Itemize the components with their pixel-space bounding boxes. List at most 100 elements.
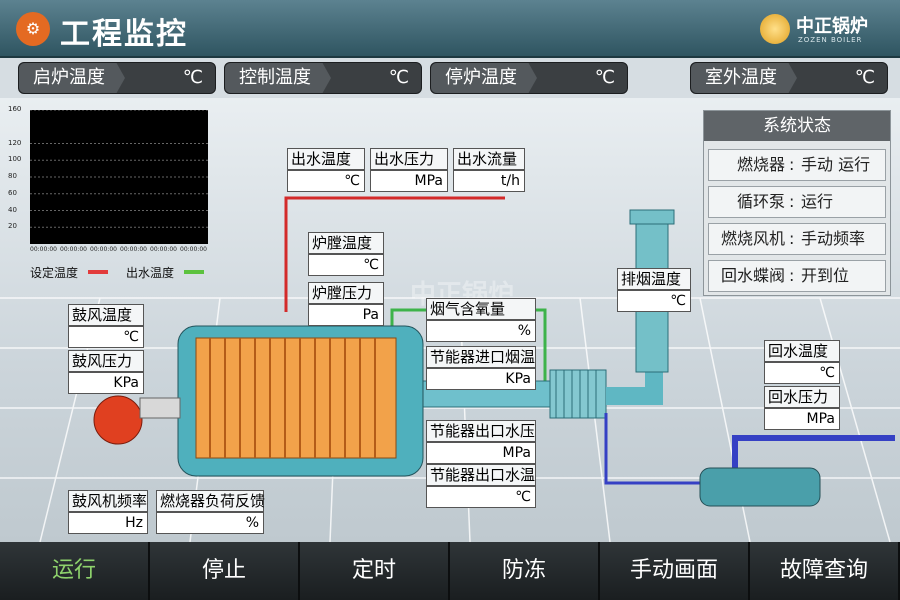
return-pipe-left: [604, 413, 735, 485]
blower-temp-readout[interactable]: 鼓风温度℃: [68, 304, 144, 348]
y-tick-label: 100: [8, 155, 22, 164]
readout-label: 启炉温度: [19, 63, 125, 93]
burner-load-readout[interactable]: 燃烧器负荷反馈%: [156, 490, 265, 534]
status-key: 循环泵: [736, 192, 785, 211]
control-temp-readout[interactable]: 控制温度 ℃: [224, 62, 422, 94]
readout-unit: ℃: [388, 67, 409, 88]
nav-stop-button[interactable]: 停止: [150, 542, 300, 600]
x-tick-label: 00:00:00: [180, 246, 207, 253]
brand-logo-icon: [760, 14, 790, 44]
legend-label: 出水温度: [126, 266, 175, 280]
burner: [139, 397, 181, 419]
flue-oxygen-readout[interactable]: 烟气含氧量%: [426, 298, 536, 342]
status-key: 燃烧风机: [720, 229, 785, 248]
header-bar: ⚙ 工程监控 中正锅炉 ZOZEN BOILER: [0, 0, 900, 58]
start-temp-readout[interactable]: 启炉温度 ℃: [18, 62, 216, 94]
boiler-furnace: [195, 337, 397, 459]
readout-value: MPa: [370, 170, 448, 192]
nav-manual-button[interactable]: 手动画面: [600, 542, 750, 600]
chimney-cap: [629, 209, 675, 225]
readout-value: Hz: [68, 512, 148, 534]
status-colon: :: [789, 266, 795, 285]
status-value: 手动 运行: [801, 155, 871, 174]
economizer: [549, 369, 607, 419]
readout-value: %: [426, 320, 536, 342]
y-tick-label: 20: [8, 222, 17, 231]
readout-unit: ℃: [594, 67, 615, 88]
readout-label: 节能器进口烟温: [426, 346, 536, 368]
readout-label: 控制温度: [225, 63, 331, 93]
outlet-temp-readout[interactable]: 出水温度℃: [287, 148, 365, 192]
readout-label: 炉膛压力: [308, 282, 384, 304]
legend-swatch: [184, 270, 204, 274]
blower-fan: [93, 395, 143, 445]
readout-label: 室外温度: [691, 63, 797, 93]
x-tick-label: 00:00:00: [150, 246, 177, 253]
nav-timer-button[interactable]: 定时: [300, 542, 450, 600]
status-value: 运行: [801, 192, 834, 211]
readout-label: 停炉温度: [431, 63, 537, 93]
readout-value: Pa: [308, 304, 384, 326]
readout-label: 鼓风机频率: [68, 490, 148, 512]
readout-unit: ℃: [854, 67, 875, 88]
brand-logo-text: 中正锅炉: [796, 16, 868, 37]
readout-label: 鼓风压力: [68, 350, 144, 372]
furnace-temp-readout[interactable]: 炉膛温度℃: [308, 232, 384, 276]
readout-label: 出水温度: [287, 148, 365, 170]
nav-fault-query-button[interactable]: 故障查询: [750, 542, 900, 600]
economizer-out-temp-readout[interactable]: 节能器出口水温℃: [426, 464, 536, 508]
x-tick-label: 00:00:00: [90, 246, 117, 253]
bottom-nav: 运行 停止 定时 防冻 手动画面 故障查询: [0, 542, 900, 600]
readout-label: 排烟温度: [617, 268, 691, 290]
system-status-panel: 系统状态 燃烧器: 手动 运行循环泵:运行燃烧风机:手动频率回水蝶阀: 开到位: [703, 110, 891, 296]
readout-label: 炉膛温度: [308, 232, 384, 254]
readout-value: ℃: [426, 486, 536, 508]
status-key: 回水蝶阀: [720, 266, 785, 285]
chart-plot-area: [30, 109, 208, 228]
status-row: 燃烧风机:手动频率: [708, 223, 886, 255]
legend-swatch: [88, 270, 108, 274]
readout-value: MPa: [764, 408, 840, 430]
status-title: 系统状态: [704, 111, 890, 141]
readout-value: ℃: [287, 170, 365, 192]
status-value: 开到位: [801, 266, 850, 285]
readout-value: t/h: [453, 170, 525, 192]
return-temp-readout[interactable]: 回水温度℃: [764, 340, 840, 384]
stop-temp-readout[interactable]: 停炉温度 ℃: [430, 62, 628, 94]
readout-value: ℃: [308, 254, 384, 276]
y-tick-label: 60: [8, 188, 17, 197]
readout-value: ℃: [764, 362, 840, 384]
outdoor-temp-readout[interactable]: 室外温度 ℃: [690, 62, 888, 94]
return-pipe-right: [732, 435, 895, 468]
readout-label: 鼓风温度: [68, 304, 144, 326]
y-tick-label: 120: [8, 138, 22, 147]
status-colon: :: [789, 155, 795, 174]
exhaust-temp-readout[interactable]: 排烟温度℃: [617, 268, 691, 312]
readout-value: MPa: [426, 442, 536, 464]
readout-value: KPa: [426, 368, 536, 390]
status-key: 燃烧器: [736, 155, 785, 174]
readout-value: ℃: [68, 326, 144, 348]
nav-antifreeze-button[interactable]: 防冻: [450, 542, 600, 600]
nav-run-button[interactable]: 运行: [0, 542, 150, 600]
boiler-icon: ⚙: [16, 12, 50, 46]
x-tick-label: 00:00:00: [120, 246, 147, 253]
readout-label: 出水流量: [453, 148, 525, 170]
readout-unit: ℃: [182, 67, 203, 88]
y-tick-label: 40: [8, 205, 17, 214]
x-tick-label: 00:00:00: [30, 246, 57, 253]
status-row: 循环泵:运行: [708, 186, 886, 218]
readout-label: 回水压力: [764, 386, 840, 408]
readout-label: 烟气含氧量: [426, 298, 536, 320]
readout-value: ℃: [617, 290, 691, 312]
brand-logo-subtext: ZOZEN BOILER: [798, 36, 863, 44]
